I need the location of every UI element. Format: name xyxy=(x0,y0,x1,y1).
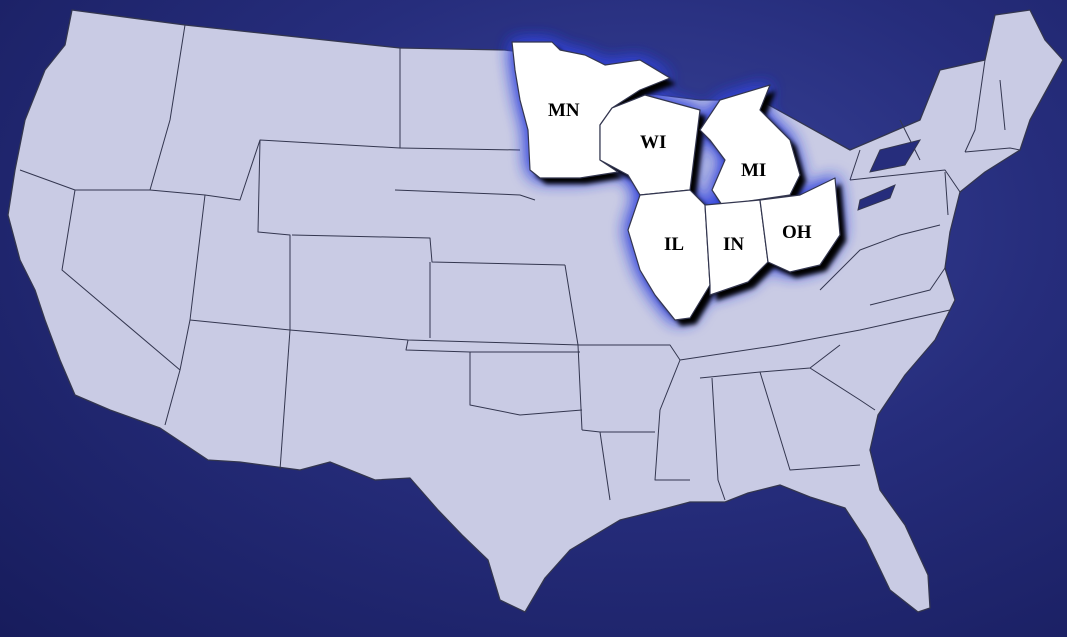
state-oh[interactable] xyxy=(759,177,841,273)
state-label-wi: WI xyxy=(640,132,666,153)
state-label-mn: MN xyxy=(548,100,580,121)
great-lakes xyxy=(857,139,922,211)
state-label-mi: MI xyxy=(741,160,766,181)
us-state-borders xyxy=(19,24,1021,501)
highlighted-states xyxy=(511,41,841,321)
state-mi[interactable] xyxy=(699,84,801,206)
state-label-in: IN xyxy=(723,234,744,255)
state-il[interactable] xyxy=(627,189,711,321)
state-label-il: IL xyxy=(664,234,684,255)
state-label-oh: OH xyxy=(782,222,812,243)
state-labels: MN WI MI IL IN OH xyxy=(548,100,812,255)
